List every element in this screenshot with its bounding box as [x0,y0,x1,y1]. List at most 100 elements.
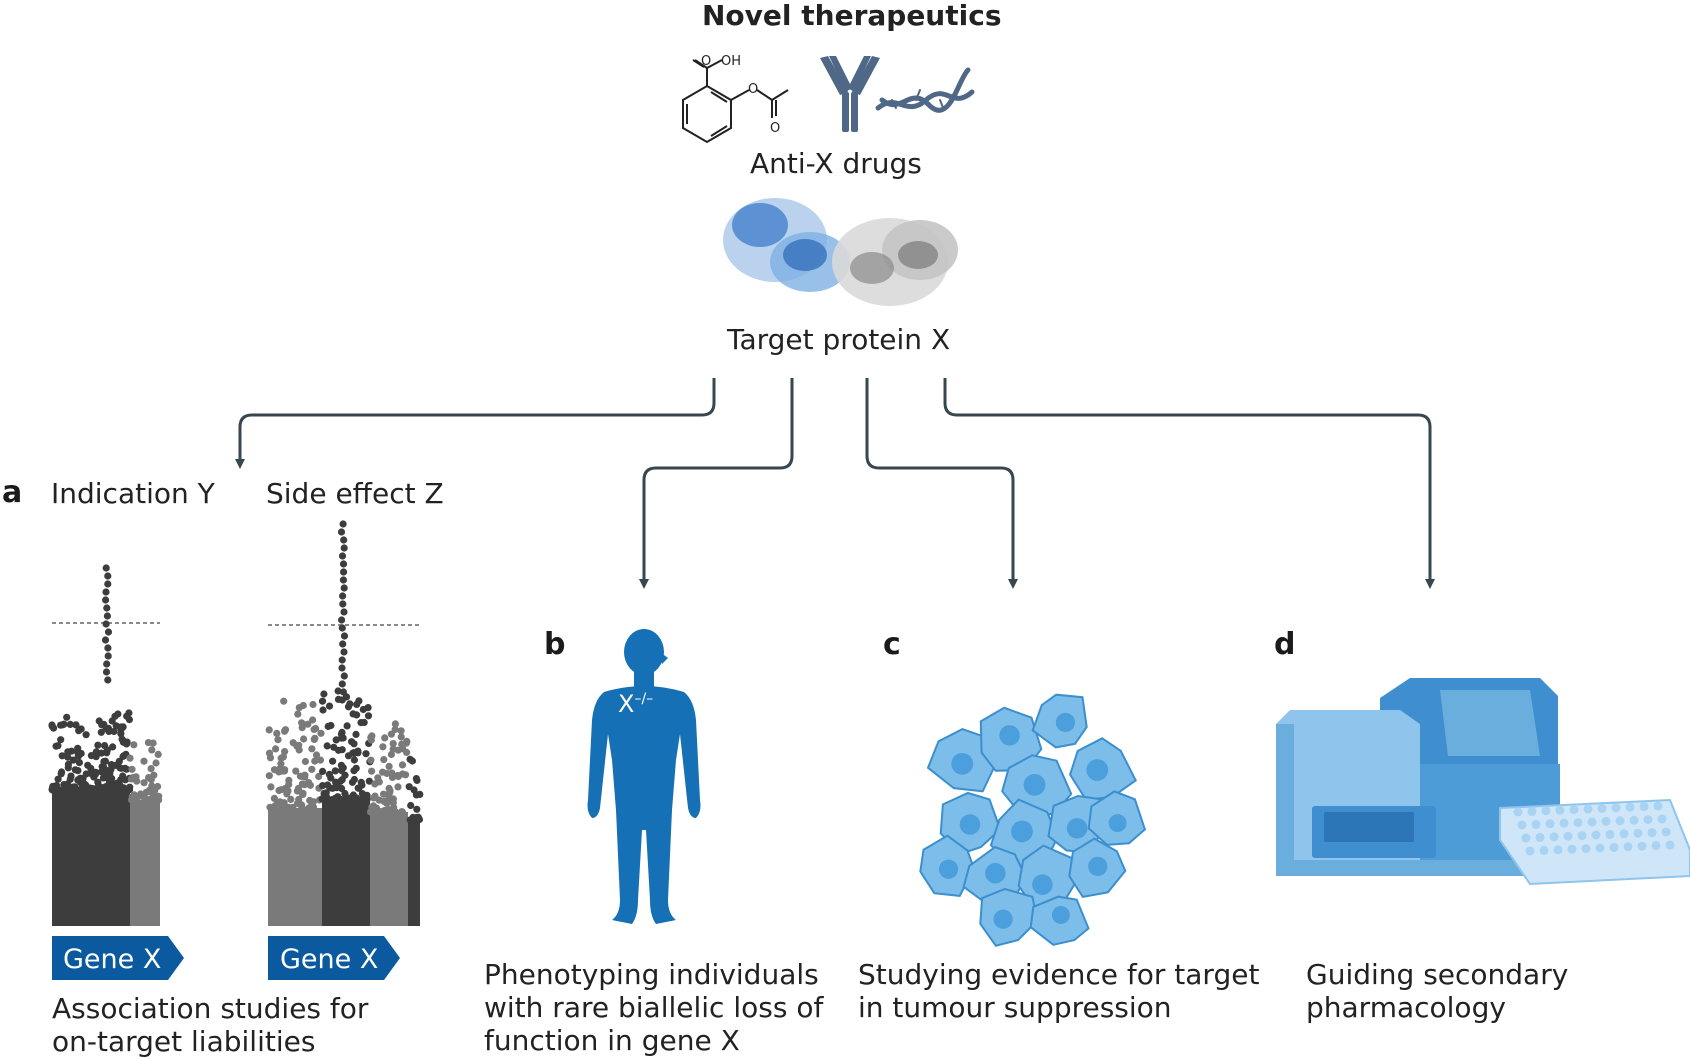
cell-nucleus [993,909,1013,929]
plot-point-band [52,790,130,926]
plot-point [329,757,337,765]
plot-point [379,768,387,776]
plot-point [345,796,353,804]
plot-point [318,697,327,705]
plot-point [370,794,378,802]
plot-point [117,776,125,784]
plot-point [351,794,359,803]
plot-point [308,765,316,773]
plot-point [90,773,98,781]
plot-point [87,764,95,773]
plot-point [340,608,348,616]
plot-point [111,761,119,770]
plot-point [125,786,134,794]
plate-well [1569,805,1579,815]
plot-point [281,748,289,756]
nucleic-acid-icon [875,67,975,113]
plot-point [349,710,357,718]
plot-point [112,722,120,730]
plot-point [74,749,82,757]
plot-point [340,632,349,640]
plot-point [265,726,273,734]
gene-tag-arrow-1 [52,936,184,980]
cell-nucleus [1032,874,1053,895]
plate-well [1643,815,1653,825]
arrow-to-panel-a [235,378,716,469]
plot-point [338,746,346,754]
plot-point [69,756,77,764]
plot-point [340,536,348,544]
plot-point [310,725,318,734]
plot-point [332,736,340,744]
plot-point [57,736,65,744]
manhattan-plot-side-effect [265,520,424,926]
plot-point [72,721,80,729]
plate-well [1615,816,1625,826]
plot-point [408,757,416,765]
cell-nucleus [1023,773,1046,796]
plot-point [103,612,111,620]
plot-point [97,749,106,757]
plot-point [339,576,347,584]
plate-well [1647,828,1657,838]
plate-well [1639,802,1649,812]
plate-well [1605,829,1615,839]
plot-point [94,741,102,749]
cell-nucleus [951,752,974,775]
plot-point [292,767,300,775]
plot-point [141,795,149,804]
plot-point [123,712,131,720]
plot-point [376,808,384,816]
plot-point [130,796,138,804]
plot-point [60,720,68,728]
plot-point [75,727,83,735]
plot-point [339,688,347,696]
plot-point [338,664,346,672]
plot-point [300,735,308,743]
plot-point [82,731,90,739]
plot-point [270,794,278,803]
plot-point [337,528,346,536]
plot-point [319,706,327,714]
plot-point [88,785,96,793]
plot-point [398,761,407,769]
plate-well [1637,841,1647,851]
cell-nucleus [1011,820,1033,843]
cell-nucleus [1088,856,1108,877]
plate-well [1553,845,1563,855]
caption-line: Guiding secondary [1306,958,1569,991]
plot-point [352,730,360,739]
plot-point [130,741,138,749]
plot-point [299,701,307,710]
panel-c-letter: c [883,627,901,662]
plot-point [331,794,339,802]
plot-point [350,740,358,748]
plot-point [394,783,402,791]
plot-point [274,736,282,744]
plate-well [1527,806,1537,816]
plot-point [287,795,295,804]
plot-point [324,722,332,731]
plate-well [1555,805,1565,815]
plot-point [338,616,346,624]
plate-well [1549,832,1559,842]
plot-point [380,790,388,798]
plot-point [385,784,393,793]
plot-point [364,712,373,720]
plot-point [301,757,309,766]
plate-well [1525,846,1535,856]
plot-title-side-effect: Side effect Z [266,477,444,510]
plot-point [385,792,393,801]
plate-well [1541,806,1551,816]
plot-point [405,783,413,791]
plot-point [265,772,273,780]
plot-point [349,749,357,757]
plot-point [367,807,376,815]
caption-line: function in gene X [484,1024,740,1057]
cell-nucleus [1108,814,1127,833]
plot-point [281,766,289,774]
plot-point [285,780,293,789]
plot-point [63,713,71,721]
plot-point [64,760,72,769]
plate-well [1531,819,1541,829]
